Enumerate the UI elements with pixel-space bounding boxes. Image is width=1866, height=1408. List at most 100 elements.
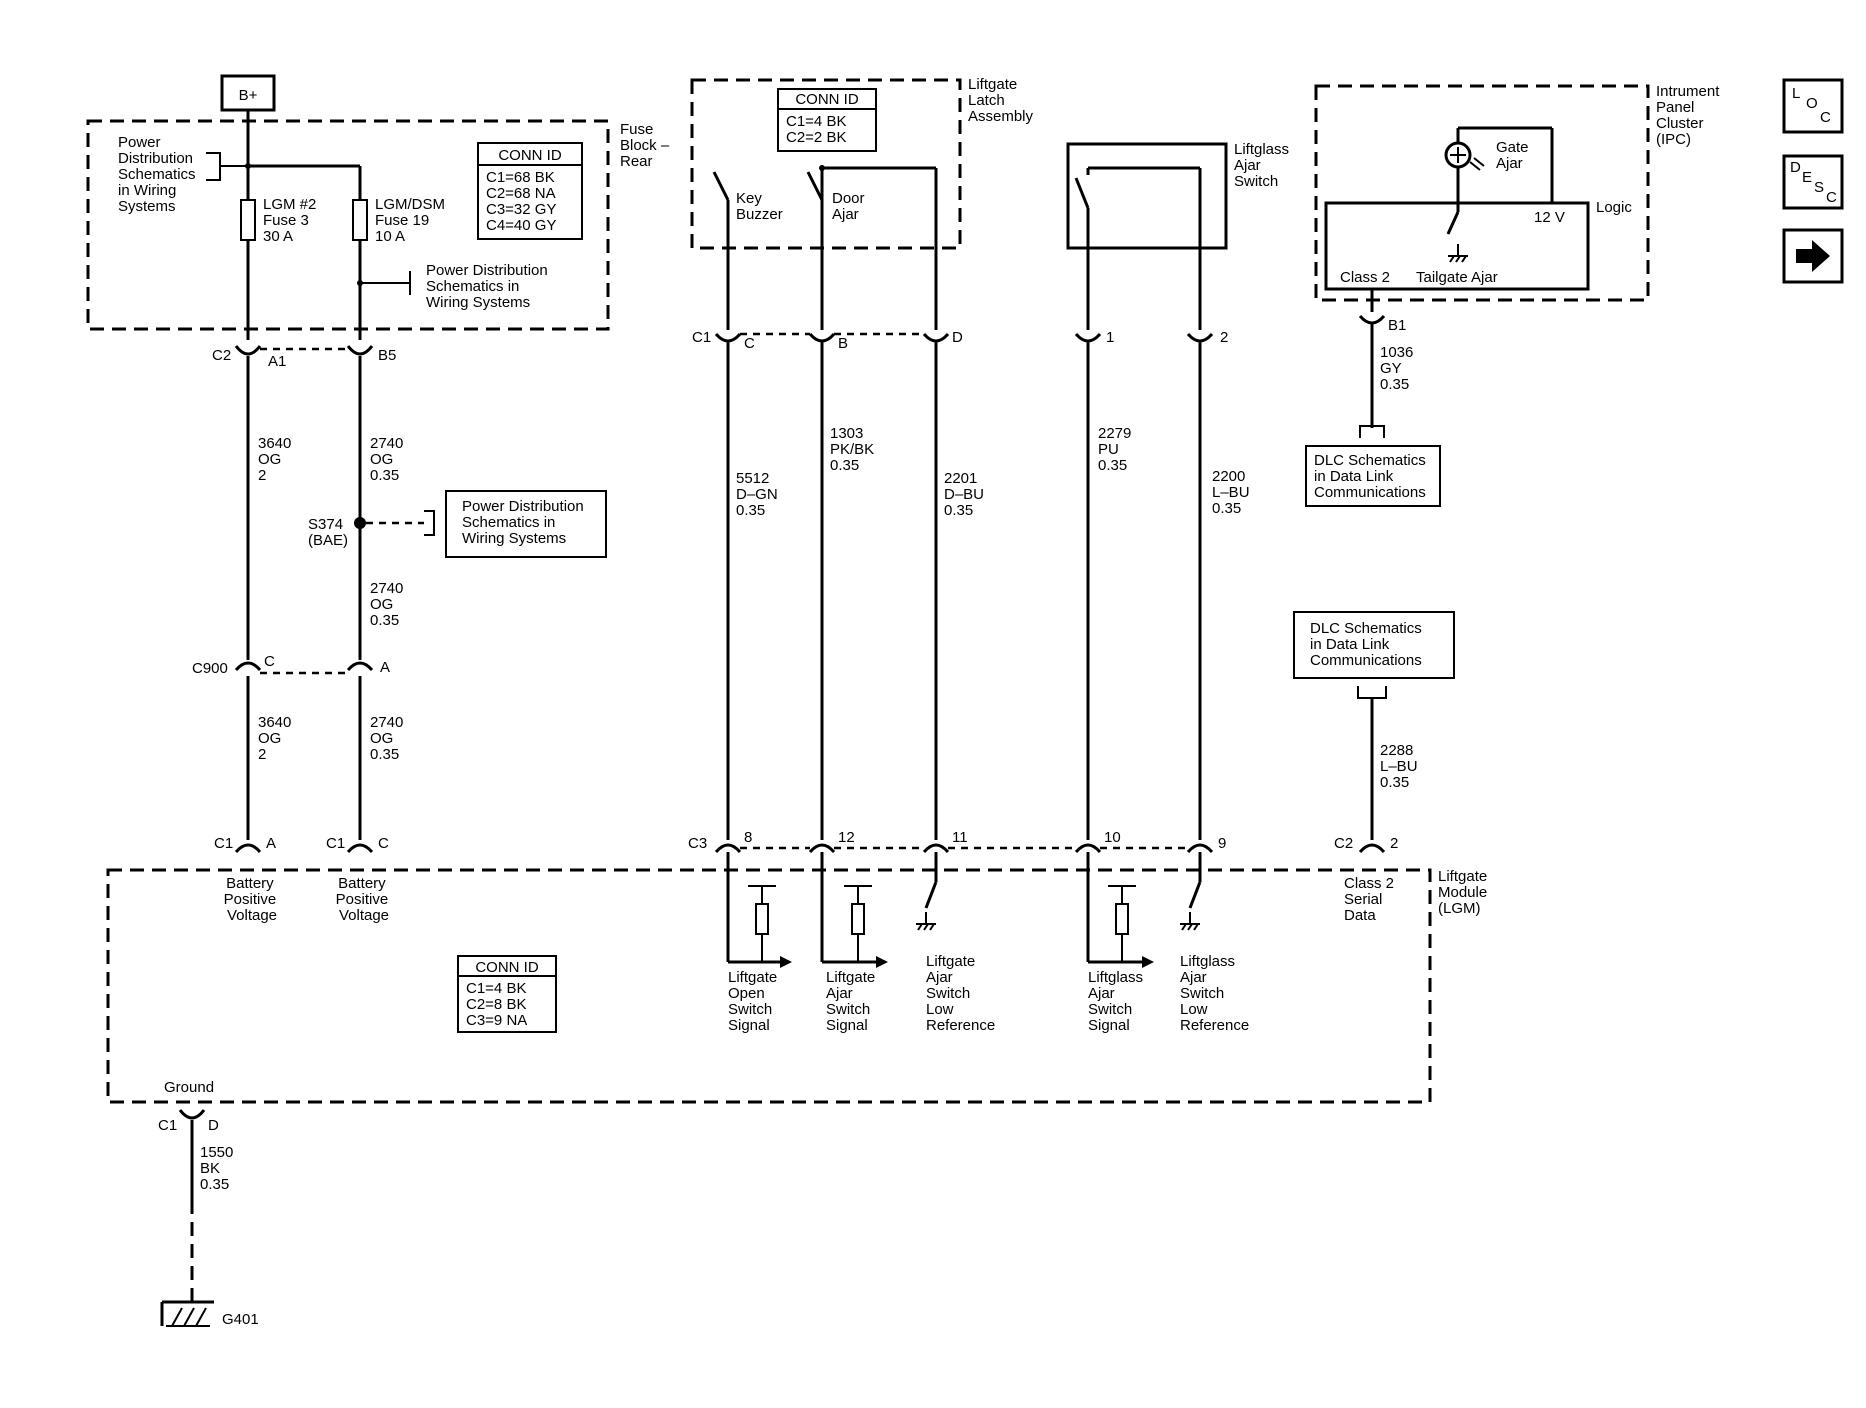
- desc-letter-s: S: [1814, 179, 1824, 196]
- liftgate-latch-assembly: [690, 78, 962, 250]
- g401-label: G401: [222, 1311, 259, 1328]
- conn-id-title: CONN ID: [498, 147, 562, 164]
- lgm-liftgate-low-reference: Liftgate Ajar Switch Low Reference: [926, 953, 995, 1034]
- fuse-lgm-dsm-label: LGM/DSM Fuse 19 10 A: [375, 196, 449, 245]
- latch-pin-b: B: [838, 335, 848, 352]
- fuse-block-title: Fuse Block – Rear: [620, 121, 673, 170]
- latch-pin-d: D: [952, 329, 963, 346]
- wire-2740-bot: 2740 OG 0.35: [370, 714, 408, 763]
- desc-letter-e: E: [1802, 169, 1812, 186]
- ground-conn-pin: D: [208, 1117, 219, 1134]
- ipc-tailgate-ajar-label: Tailgate Ajar: [1416, 269, 1498, 286]
- lgm-c3-pin-8: 8: [744, 829, 752, 846]
- c2-pin-a1: A1: [268, 353, 286, 370]
- lgm-conn-rows: C1=4 BK C2=8 BK C3=9 NA: [466, 980, 531, 1029]
- dlc-schematics-bottom: [1293, 611, 1455, 679]
- lgm-circuit-liftgate-low-ref: [916, 852, 938, 931]
- lgm-c2-label: C2: [1334, 835, 1353, 852]
- c900-pin-a: A: [380, 659, 390, 676]
- ground-g401-icon: [160, 1300, 214, 1327]
- lgm-c2-pin-2: 2: [1390, 835, 1398, 852]
- lgm-title: Liftgate Module (LGM): [1438, 868, 1491, 917]
- fuse-block-conn-id: [477, 142, 583, 240]
- lgm-c3-pin-11: 11: [952, 829, 968, 846]
- wire-2288: 2288 L–BU 0.35: [1380, 742, 1422, 791]
- lgm-c3-label: C3: [688, 835, 707, 852]
- loc-letter-o: O: [1806, 95, 1818, 112]
- lgm-circuit-liftgate-open: [726, 852, 792, 968]
- ground-conn-label: C1: [158, 1117, 177, 1134]
- lgm-c3-pin-12: 12: [838, 829, 855, 846]
- lgm-c3-pin-10: 10: [1104, 829, 1121, 846]
- c2-label: C2: [212, 347, 231, 364]
- power-distribution-note-mid: Power Distribution Schematics in Wiring …: [426, 262, 552, 311]
- lgm-liftgate-open-signal: Liftgate Open Switch Signal: [728, 969, 781, 1034]
- wire-2201: 2201 D–BU 0.35: [944, 470, 988, 519]
- liftglass-pin-2: 2: [1220, 329, 1228, 346]
- switch-door-ajar-label: Door Ajar: [832, 190, 869, 223]
- instrument-panel-cluster: [1314, 84, 1650, 302]
- latch-conn-id: [777, 88, 877, 152]
- lgm-circuit-liftgate-ajar: [820, 852, 888, 968]
- lgm-circuit-liftglass-low-ref: [1180, 852, 1202, 931]
- lgm-liftglass-low-reference: Liftglass Ajar Switch Low Reference: [1180, 953, 1249, 1034]
- liftgate-module: [106, 868, 1432, 1104]
- dlc-bottom-text: DLC Schematics in Data Link Communicatio…: [1310, 620, 1426, 669]
- dlc-top-text: DLC Schematics in Data Link Communicatio…: [1314, 452, 1430, 501]
- splice-s374: [354, 517, 366, 529]
- ipc-pin-b1: B1: [1388, 317, 1406, 334]
- splice-s374-label: S374 (BAE): [308, 516, 348, 549]
- gate-ajar-label: Gate Ajar: [1496, 139, 1533, 172]
- wire-2740-mid: 2740 OG 0.35: [370, 580, 408, 629]
- lgm-battery-voltage-2: Battery Positive Voltage: [336, 875, 393, 924]
- next-arrow-button[interactable]: [1782, 228, 1844, 284]
- switch-key-buzzer-label: Key Buzzer: [736, 190, 783, 223]
- ipc-class2-label: Class 2: [1340, 269, 1390, 286]
- lgm-connectors: [234, 843, 1386, 854]
- loc-button[interactable]: L O C: [1782, 78, 1844, 134]
- lgm-c1-label-c: C1: [326, 835, 345, 852]
- lgm-liftglass-signal: Liftglass Ajar Switch Signal: [1088, 969, 1147, 1034]
- wire-2279: 2279 PU 0.35: [1098, 425, 1136, 474]
- desc-letter-c: C: [1826, 189, 1837, 206]
- right-arrow-icon: [1796, 240, 1830, 272]
- lgm-circuit-liftglass-signal: [1086, 852, 1154, 968]
- wire-5512: 5512 D–GN 0.35: [736, 470, 782, 519]
- lgm-ground-label: Ground: [164, 1079, 214, 1096]
- wire-3640-bot: 3640 OG 2: [258, 714, 296, 763]
- lgm-conn-id: [457, 955, 557, 1033]
- latch-conn-id-title: CONN ID: [795, 91, 859, 108]
- wire-3640-top: 3640 OG 2: [258, 435, 296, 484]
- c900-pin-c: C: [264, 653, 275, 670]
- ipc-title: Intrument Panel Cluster (IPC): [1656, 83, 1724, 148]
- fuse-lgm2: [240, 199, 256, 241]
- splice-note: Power Distribution Schematics in Wiring …: [462, 498, 588, 547]
- liftglass-title: Liftglass Ajar Switch: [1234, 141, 1293, 190]
- c2-pin-b5: B5: [378, 347, 396, 364]
- power-distribution-note-top: Power Distribution Schematics in Wiring …: [118, 134, 200, 215]
- power-distribution-box: [445, 490, 607, 558]
- loc-letter-l: L: [1792, 85, 1800, 102]
- dlc-schematics-top: [1305, 445, 1441, 507]
- desc-button[interactable]: D E S C: [1782, 154, 1844, 210]
- c900-label: C900: [192, 660, 228, 677]
- ipc-logic-label: Logic: [1596, 199, 1632, 216]
- fuse-block-rear: [86, 119, 610, 331]
- loc-letter-c: C: [1820, 109, 1831, 126]
- wire-1303: 1303 PK/BK 0.35: [830, 425, 878, 474]
- fuse-block-conn-rows: C1=68 BK C2=68 NA C3=32 GY C4=40 GY: [486, 169, 560, 234]
- wire-2200: 2200 L–BU 0.35: [1212, 468, 1254, 517]
- lgm-c1-pin-c: C: [378, 835, 389, 852]
- lgm-conn-id-title: CONN ID: [475, 959, 539, 976]
- latch-conn-label: C1: [692, 329, 711, 346]
- fuse-lgm-dsm: [352, 199, 368, 241]
- ipc-12v-label: 12 V: [1534, 209, 1565, 226]
- bplus-label: B+: [239, 87, 258, 104]
- wire-1036: 1036 GY 0.35: [1380, 344, 1418, 393]
- lgm-class2-serial-data: Class 2 Serial Data: [1344, 875, 1398, 924]
- lgm-battery-voltage-1: Battery Positive Voltage: [224, 875, 281, 924]
- lgm-liftgate-ajar-signal: Liftgate Ajar Switch Signal: [826, 969, 879, 1034]
- latch-conn-rows: C1=4 BK C2=2 BK: [786, 113, 851, 146]
- latch-pin-c: C: [744, 335, 755, 352]
